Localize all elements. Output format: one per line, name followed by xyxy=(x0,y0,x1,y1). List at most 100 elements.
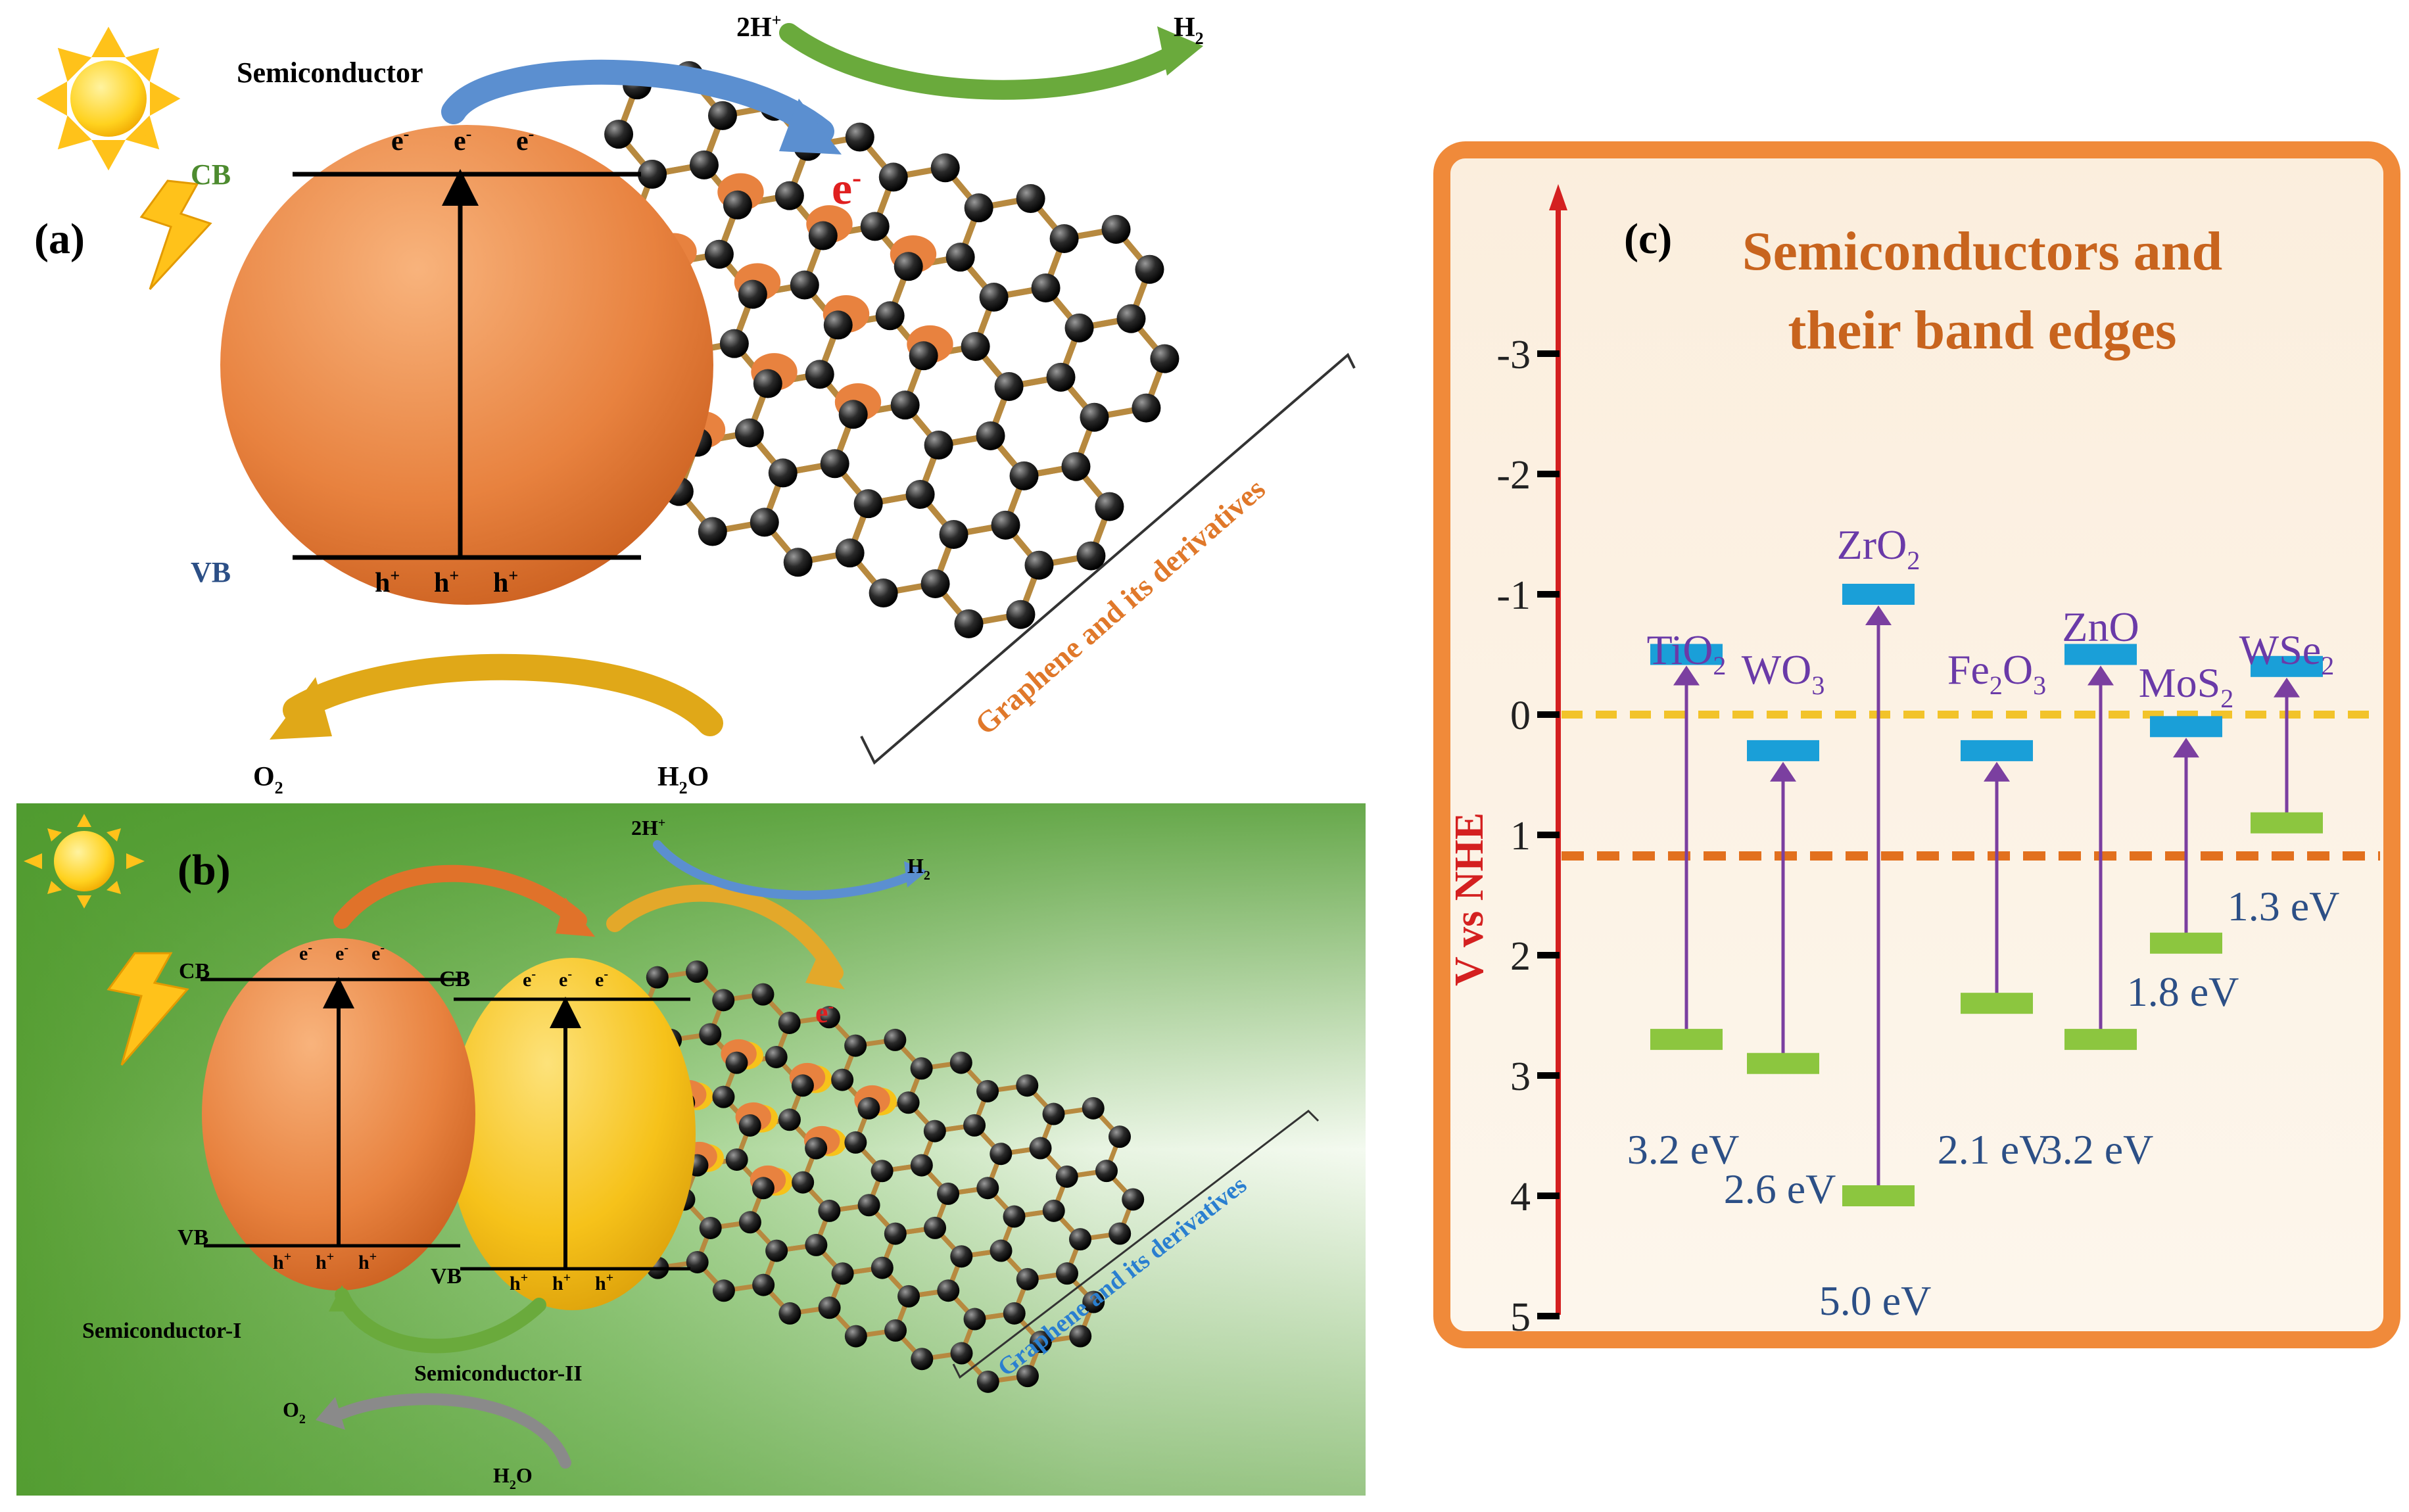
y-tick-label: 5 xyxy=(1510,1295,1531,1340)
cb-edge-bar xyxy=(2064,644,2137,665)
y-tick-label: -1 xyxy=(1496,573,1531,618)
carbon-atom xyxy=(937,1279,960,1302)
carbon-atom xyxy=(910,1154,933,1177)
panel-b: (b) CB VB CB VB e- e- e- e- e- e- h+ h+ … xyxy=(16,803,1366,1496)
carbon-atom xyxy=(976,1177,999,1200)
h2-label-b: H2 xyxy=(907,854,930,883)
carbon-atom xyxy=(857,1194,880,1217)
band-gap-label: 2.1 eV xyxy=(1938,1126,2050,1173)
carbon-atom xyxy=(976,1370,999,1393)
carbon-atom xyxy=(704,239,734,269)
carbon-atom xyxy=(778,1302,801,1325)
carbon-atom xyxy=(920,569,950,598)
carbon-atom xyxy=(890,390,920,420)
electron-transfer-arrow xyxy=(441,59,834,144)
carbon-atom xyxy=(1055,1262,1078,1285)
svg-text:h+: h+ xyxy=(510,1271,528,1294)
svg-text:h+: h+ xyxy=(595,1271,613,1294)
y-tick-label: 3 xyxy=(1510,1054,1531,1099)
panel-a: (a) Semiconductor CB VB e- e- e- h+ h+ h… xyxy=(34,11,1356,797)
semiconductor-1-label: Semiconductor-I xyxy=(82,1319,241,1343)
carbon-atom xyxy=(699,1023,722,1046)
carbon-atom xyxy=(818,1296,841,1319)
water-label-a: H2O xyxy=(657,762,709,797)
carbon-atom xyxy=(1116,304,1146,333)
graphene-electron-b: e- xyxy=(815,997,834,1029)
band-gap-label: 3.2 eV xyxy=(1627,1126,1740,1173)
cb-label-a: CB xyxy=(191,158,231,191)
o2-evolution-arrow-b xyxy=(336,1393,571,1469)
carbon-atom xyxy=(910,1057,933,1080)
carbon-atom xyxy=(835,538,865,568)
carbon-atom xyxy=(950,1245,973,1268)
carbon-atom xyxy=(905,480,935,509)
electron-transfer-arrow-1 xyxy=(333,864,587,929)
carbon-atom xyxy=(963,1308,986,1331)
carbon-atom xyxy=(878,162,908,192)
carbon-atom xyxy=(1029,1331,1052,1354)
carbon-atom xyxy=(871,1256,894,1279)
carbon-atom xyxy=(823,310,853,340)
carbon-atom xyxy=(976,421,1005,450)
semiconductor-2-label: Semiconductor-II xyxy=(414,1361,583,1386)
carbon-atom xyxy=(712,1085,735,1108)
carbon-atom xyxy=(963,1114,986,1137)
o2-label-a: O2 xyxy=(253,762,283,797)
carbon-atom xyxy=(1016,1074,1039,1097)
band-gap-label: 1.3 eV xyxy=(2228,883,2340,930)
cb-label-b2: CB xyxy=(439,967,470,991)
carbon-atom xyxy=(805,1137,828,1160)
carbon-atom xyxy=(765,1045,788,1068)
carbon-atom xyxy=(875,301,905,331)
lightning-icon xyxy=(139,179,212,291)
carbon-atom xyxy=(723,190,752,220)
carbon-atom xyxy=(1016,184,1045,214)
carbon-atom xyxy=(964,193,993,223)
cb-edge-bar xyxy=(1650,644,1723,665)
svg-text:e-: e- xyxy=(335,941,348,964)
carbon-atom xyxy=(923,1120,946,1143)
sun-icon xyxy=(24,814,145,909)
vb-edge-bar xyxy=(1961,993,2033,1014)
y-tick-label: -2 xyxy=(1496,453,1531,498)
panel-c-title-line2: their band edges xyxy=(1788,300,2176,361)
y-tick-label: -3 xyxy=(1496,333,1531,377)
vb-edge-bar xyxy=(1747,1052,1819,1074)
carbon-atom xyxy=(1016,1267,1039,1290)
holes-b1: h+ h+ h+ xyxy=(273,1250,377,1273)
h2-label-a: H2 xyxy=(1174,12,1204,48)
carbon-atom xyxy=(1024,550,1054,580)
carbon-atom xyxy=(1068,1228,1091,1251)
panel-a-label: (a) xyxy=(34,215,85,263)
proton-label-b: 2H+ xyxy=(631,816,665,839)
electrons-a: e- e- e- xyxy=(391,124,534,156)
band-wo: WO3 2.6 eV xyxy=(1724,646,1836,1212)
carbon-atom xyxy=(831,1262,854,1285)
carbon-atom xyxy=(930,153,960,183)
y-tick-label: 1 xyxy=(1510,814,1531,859)
cb-label-b1: CB xyxy=(179,959,210,983)
carbon-atom xyxy=(805,1233,828,1256)
carbon-atom xyxy=(783,548,813,577)
material-label: WO3 xyxy=(1742,646,1825,700)
carbon-atom xyxy=(1003,1205,1026,1228)
carbon-atom xyxy=(860,212,890,241)
carbon-atom xyxy=(752,1273,775,1296)
carbon-atom xyxy=(831,1068,854,1091)
holes-a: h+ h+ h+ xyxy=(375,566,518,598)
hole-transfer-arrow xyxy=(335,1288,546,1354)
carbon-atom xyxy=(1076,541,1106,571)
carbon-atom xyxy=(1006,600,1036,629)
svg-text:h+: h+ xyxy=(493,566,518,598)
carbon-atom xyxy=(712,1279,735,1302)
carbon-atom xyxy=(734,418,764,448)
band-gap-label: 2.6 eV xyxy=(1724,1166,1836,1212)
svg-text:h+: h+ xyxy=(316,1250,334,1273)
carbon-atom xyxy=(820,449,849,479)
carbon-atom xyxy=(1101,214,1131,244)
band-gap-label: 3.2 eV xyxy=(2041,1126,2154,1173)
